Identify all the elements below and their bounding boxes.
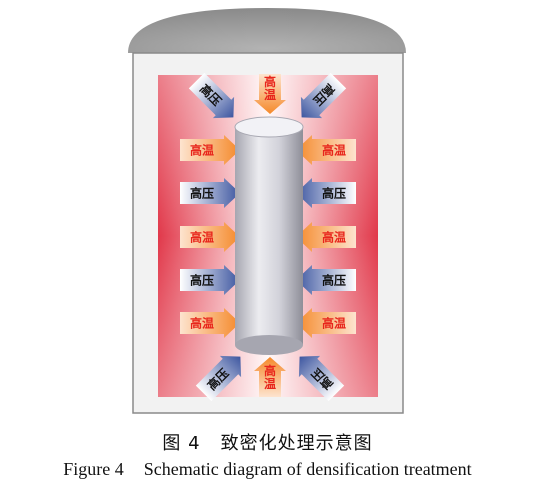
temperature-arrow-shape: [180, 308, 240, 338]
temperature-arrow-shape: [296, 135, 356, 165]
pressure-label: 高压: [190, 273, 214, 288]
temperature-arrow-bottom: 高温: [254, 357, 286, 397]
temperature-arrow-shape: [296, 222, 356, 252]
temperature-label: 高温: [322, 230, 346, 245]
temperature-label: 高温: [322, 316, 346, 331]
pressure-label: 高压: [322, 186, 346, 201]
figure-caption-cn: 图 4 致密化处理示意图: [0, 429, 535, 455]
temperature-label: 高温: [190, 230, 214, 245]
pressure-arrow-shape: [298, 355, 345, 402]
pressure-arrow-shape: [296, 178, 356, 208]
densification-diagram: 高温高温高压高压高温高温高压高压高温高温高温高温高压高压高压高压: [128, 8, 406, 414]
temperature-arrow-shape: [180, 222, 240, 252]
pressure-arrow-shape: [195, 355, 242, 402]
pressure-arrow-shape: [300, 72, 347, 119]
temperature-arrow-left-3: 高温: [180, 222, 240, 252]
pressure-arrow-right-2: 高压: [296, 178, 356, 208]
pressure-label: 高压: [322, 273, 346, 288]
figure-number-en: Figure 4: [63, 459, 124, 479]
temperature-arrow-shape: [296, 308, 356, 338]
temperature-label: 高温: [190, 316, 214, 331]
temperature-arrow-shape: [254, 357, 286, 397]
temperature-arrow-left-1: 高温: [180, 135, 240, 165]
temperature-arrow-right-5: 高温: [296, 308, 356, 338]
pressure-arrow-right-4: 高压: [296, 265, 356, 295]
sample-cylinder: [234, 116, 304, 355]
vessel-dome: [128, 8, 406, 53]
cylinder-top: [234, 116, 304, 138]
temperature-arrow-shape: [254, 74, 286, 114]
figure-caption-en: Figure 4 Schematic diagram of densificati…: [0, 459, 535, 480]
temperature-arrow-right-3: 高温: [296, 222, 356, 252]
temperature-label-char: 温: [264, 377, 276, 391]
temperature-label-char: 高: [264, 363, 276, 378]
temperature-arrow-shape: [180, 135, 240, 165]
temperature-arrow-top: 高温: [254, 74, 286, 114]
cylinder-bottom: [235, 335, 303, 355]
temperature-label-char: 高: [264, 74, 276, 89]
figure-title-en: Schematic diagram of densification treat…: [143, 459, 472, 479]
temperature-label: 高温: [322, 143, 346, 158]
pressure-arrow-shape: [180, 178, 240, 208]
figure-number-cn: 图 4: [162, 433, 201, 454]
pressure-arrow-shape: [180, 265, 240, 295]
temperature-arrow-left-5: 高温: [180, 308, 240, 338]
pressure-arrow-left-4: 高压: [180, 265, 240, 295]
pressure-label: 高压: [190, 186, 214, 201]
figure-title-cn: 致密化处理示意图: [220, 433, 373, 454]
pressure-arrow-shape: [188, 72, 235, 119]
temperature-label: 高温: [190, 143, 214, 158]
pressure-arrow-shape: [296, 265, 356, 295]
temperature-label-char: 温: [264, 88, 276, 102]
arrows-layer: 高温高温高压高压高温高温高压高压高温高温高温高温高压高压高压高压: [180, 72, 356, 402]
pressure-arrow-top-right: 高压: [300, 72, 347, 119]
temperature-arrow-right-1: 高温: [296, 135, 356, 165]
pressure-arrow-left-2: 高压: [180, 178, 240, 208]
